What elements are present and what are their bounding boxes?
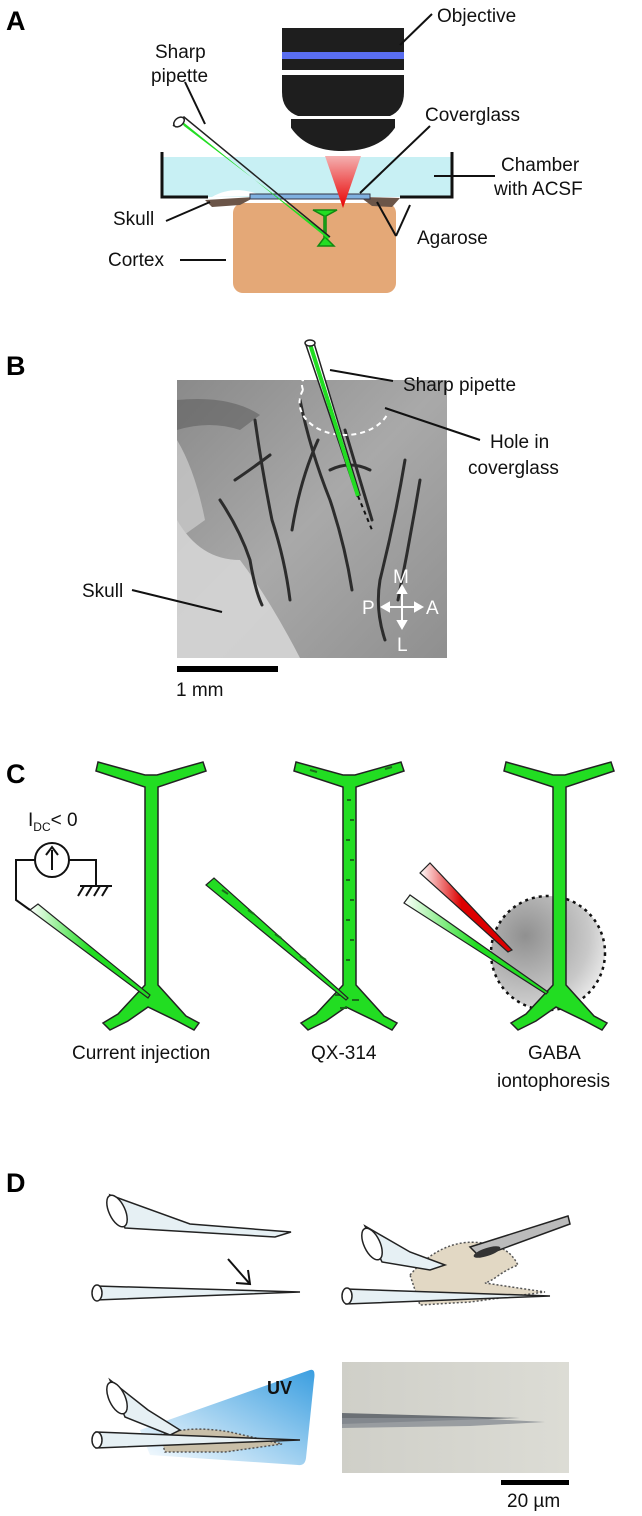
current-source-circuit — [15, 842, 112, 911]
qx314-dashes — [309, 766, 393, 1009]
compass-a: A — [426, 598, 439, 619]
label-sharp-1: Sharp — [155, 42, 206, 63]
scale-bar-20um — [501, 1480, 569, 1485]
pipette-green-a — [178, 118, 330, 239]
scale-bar-1mm — [177, 666, 278, 672]
skull-left — [205, 197, 255, 207]
label-iontophoresis: iontophoresis — [497, 1071, 610, 1092]
panel-label-c: C — [6, 759, 26, 789]
label-b-hole-1: Hole in — [490, 432, 549, 453]
leader-b-hole — [384, 407, 481, 441]
compass-p: P — [362, 598, 375, 619]
leader-b-pipette — [329, 369, 394, 382]
label-b-pipette: Sharp pipette — [403, 375, 516, 396]
panel-d1-pipettes — [91, 1193, 301, 1302]
neuron-current-injection — [28, 761, 207, 1031]
blood-vessels — [218, 398, 422, 642]
hole-outline — [298, 389, 388, 436]
neuron-gaba — [403, 761, 615, 1031]
leader-b-skull — [131, 589, 223, 613]
objective-lens — [289, 117, 397, 154]
cortex-block — [233, 203, 396, 293]
label-idc: IDC< 0 — [28, 810, 78, 834]
laser-cone — [325, 156, 361, 208]
pipette-end-a — [172, 116, 186, 128]
label-b-hole-2: coverglass — [468, 458, 559, 479]
neuron-a — [312, 209, 338, 247]
panel-label-b: B — [6, 351, 26, 381]
panel-d3-uv — [91, 1369, 315, 1466]
label-cortex: Cortex — [108, 250, 164, 271]
leader-skull — [165, 201, 211, 222]
leader-agarose-2 — [395, 204, 411, 237]
objective-blue-ring — [282, 52, 404, 59]
label-b-skull: Skull — [82, 581, 123, 602]
compass-m: M — [393, 567, 409, 588]
pipette-b-tip — [357, 495, 373, 531]
label-b-scale: 1 mm — [176, 680, 224, 701]
leader-pipette — [184, 81, 206, 125]
gaba-cloud — [489, 894, 607, 1012]
coverglass — [249, 193, 371, 200]
label-uv: UV — [267, 1378, 292, 1398]
label-qx314: QX-314 — [311, 1043, 377, 1064]
label-d-scale: 20 µm — [507, 1491, 560, 1512]
dark-region — [177, 399, 260, 430]
label-sharp-2: pipette — [151, 66, 208, 87]
objective-white-ring — [282, 70, 404, 75]
skull-bright-region — [177, 520, 300, 658]
panel-d2-glue — [341, 1215, 571, 1306]
label-current-injection: Current injection — [72, 1043, 210, 1064]
skull-edge — [177, 440, 205, 540]
panel-a-diagram — [160, 13, 495, 293]
pipette-b-fill — [308, 343, 360, 497]
leader-agarose-1 — [376, 201, 397, 237]
label-gaba: GABA — [528, 1043, 581, 1064]
chamber-wall-right — [400, 152, 454, 199]
leader-coverglass — [359, 125, 431, 194]
micrograph-pipette-2 — [342, 1418, 545, 1428]
label-objective: Objective — [437, 6, 516, 27]
neuron-qx314 — [205, 761, 405, 1031]
compass-l: L — [397, 635, 408, 656]
panel-d4-photo — [342, 1362, 569, 1485]
panel-label-d: D — [6, 1168, 26, 1198]
panel-b-image — [131, 339, 481, 672]
label-chamber-1: Chamber — [501, 155, 580, 176]
acsf-chamber — [162, 157, 452, 197]
chamber-wall-left — [160, 152, 208, 199]
panel-label-a: A — [6, 6, 26, 36]
label-chamber-2: with ACSF — [493, 179, 583, 200]
compass-arrows — [379, 583, 425, 631]
label-skull-a: Skull — [113, 209, 154, 230]
leader-objective — [399, 13, 433, 46]
label-agarose: Agarose — [417, 228, 488, 249]
arrow-d1 — [227, 1258, 250, 1284]
label-coverglass: Coverglass — [425, 105, 520, 126]
